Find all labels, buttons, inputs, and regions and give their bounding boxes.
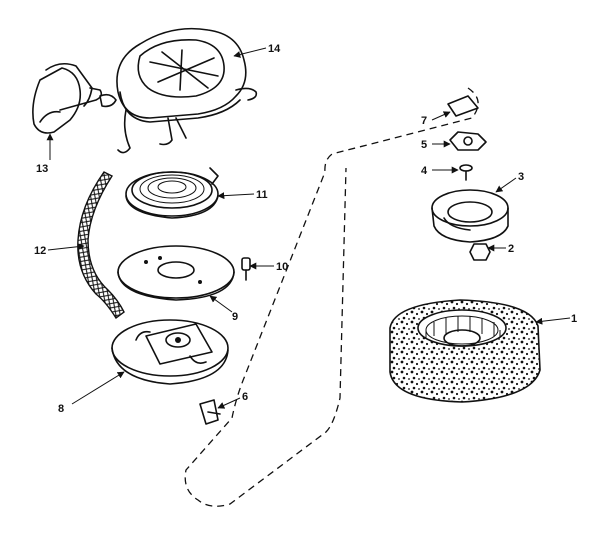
screw-4	[459, 164, 473, 181]
callout-5: 5	[421, 139, 427, 151]
starter-rope	[77, 171, 125, 320]
callout-10: 10	[276, 261, 288, 273]
callout-13: 13	[36, 163, 48, 175]
starter-housing	[99, 27, 258, 154]
callout-4: 4	[421, 165, 428, 177]
screw-6	[199, 399, 221, 425]
leader-lines	[46, 47, 571, 409]
assembly-dashed-line	[184, 87, 479, 507]
callout-8: 8	[58, 403, 64, 415]
starter-handle	[32, 62, 103, 134]
screw-10	[241, 257, 251, 281]
flywheel-screen	[389, 299, 541, 403]
callout-1: 1	[571, 313, 577, 325]
callout-2: 2	[508, 243, 514, 255]
rewind-spring	[125, 167, 219, 219]
nut-2	[469, 243, 491, 261]
callout-14: 14	[268, 43, 281, 55]
spacer-7	[447, 95, 479, 117]
starter-cup	[431, 189, 509, 243]
callout-7: 7	[421, 115, 427, 127]
callout-6: 6	[242, 391, 248, 403]
callout-9: 9	[232, 311, 238, 323]
starter-pulley	[111, 319, 229, 385]
pawl-5	[449, 131, 487, 151]
callout-12: 12	[34, 245, 46, 257]
pulley-plate	[117, 245, 235, 301]
callout-11: 11	[256, 189, 268, 201]
callout-3: 3	[518, 171, 524, 183]
